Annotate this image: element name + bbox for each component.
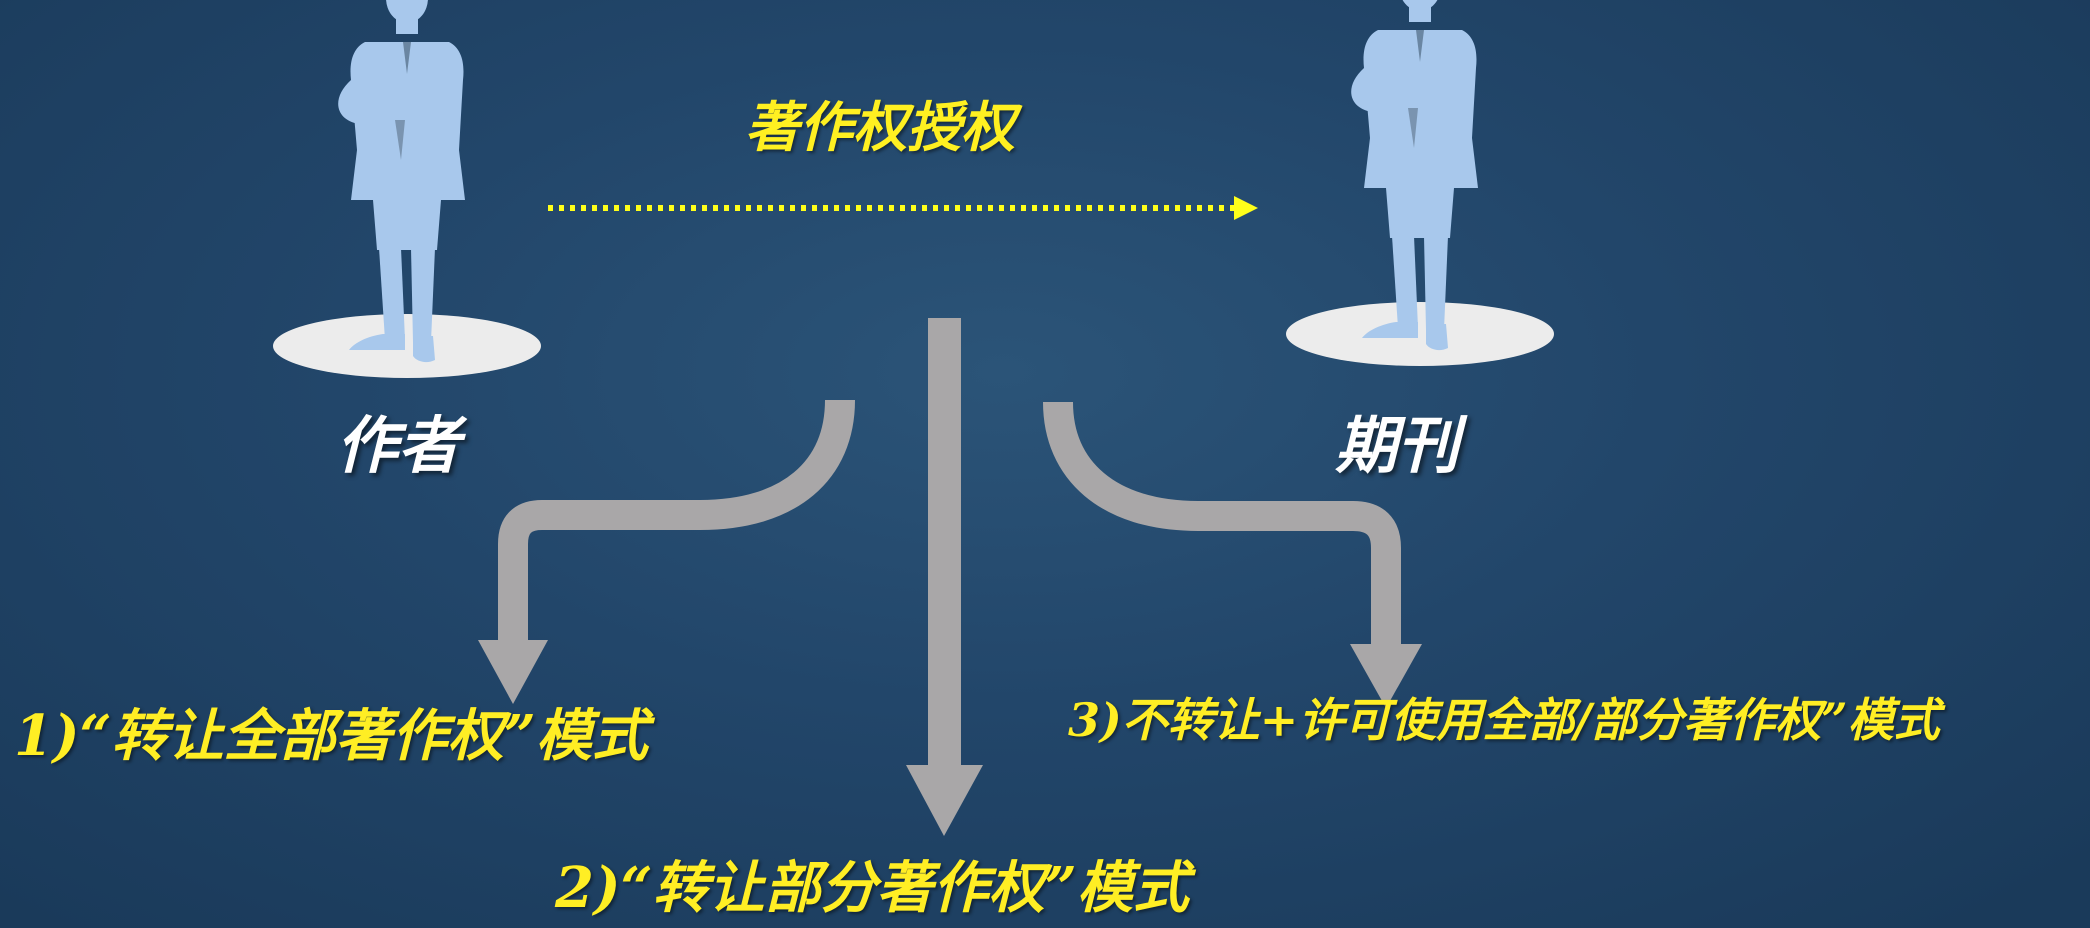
left-curved-arrow [498, 399, 855, 650]
author-pedestal [273, 314, 541, 378]
center-arrow-shaft [928, 318, 961, 768]
mode-1-label: 1)“转让全部著作权”模式 [14, 703, 648, 769]
right-arrowhead [1350, 644, 1422, 708]
journal-pedestal [1286, 302, 1554, 366]
mode-3-label: 3)不转让+许可使用全部/部分著作权”模式 [1068, 693, 1940, 747]
author-label: 作者 [336, 409, 461, 482]
right-curved-arrow [1043, 401, 1401, 654]
left-arrowhead [478, 640, 548, 704]
diagram-title: 著作权授权 [745, 95, 1015, 159]
mode-2-label: 2)“转让部分著作权”模式 [555, 855, 1189, 921]
authorization-arrowhead [1234, 196, 1258, 220]
journal-label: 期刊 [1335, 409, 1460, 482]
journal-person-icon [1351, 0, 1478, 351]
center-arrowhead [906, 765, 983, 836]
author-person-icon [338, 0, 465, 363]
